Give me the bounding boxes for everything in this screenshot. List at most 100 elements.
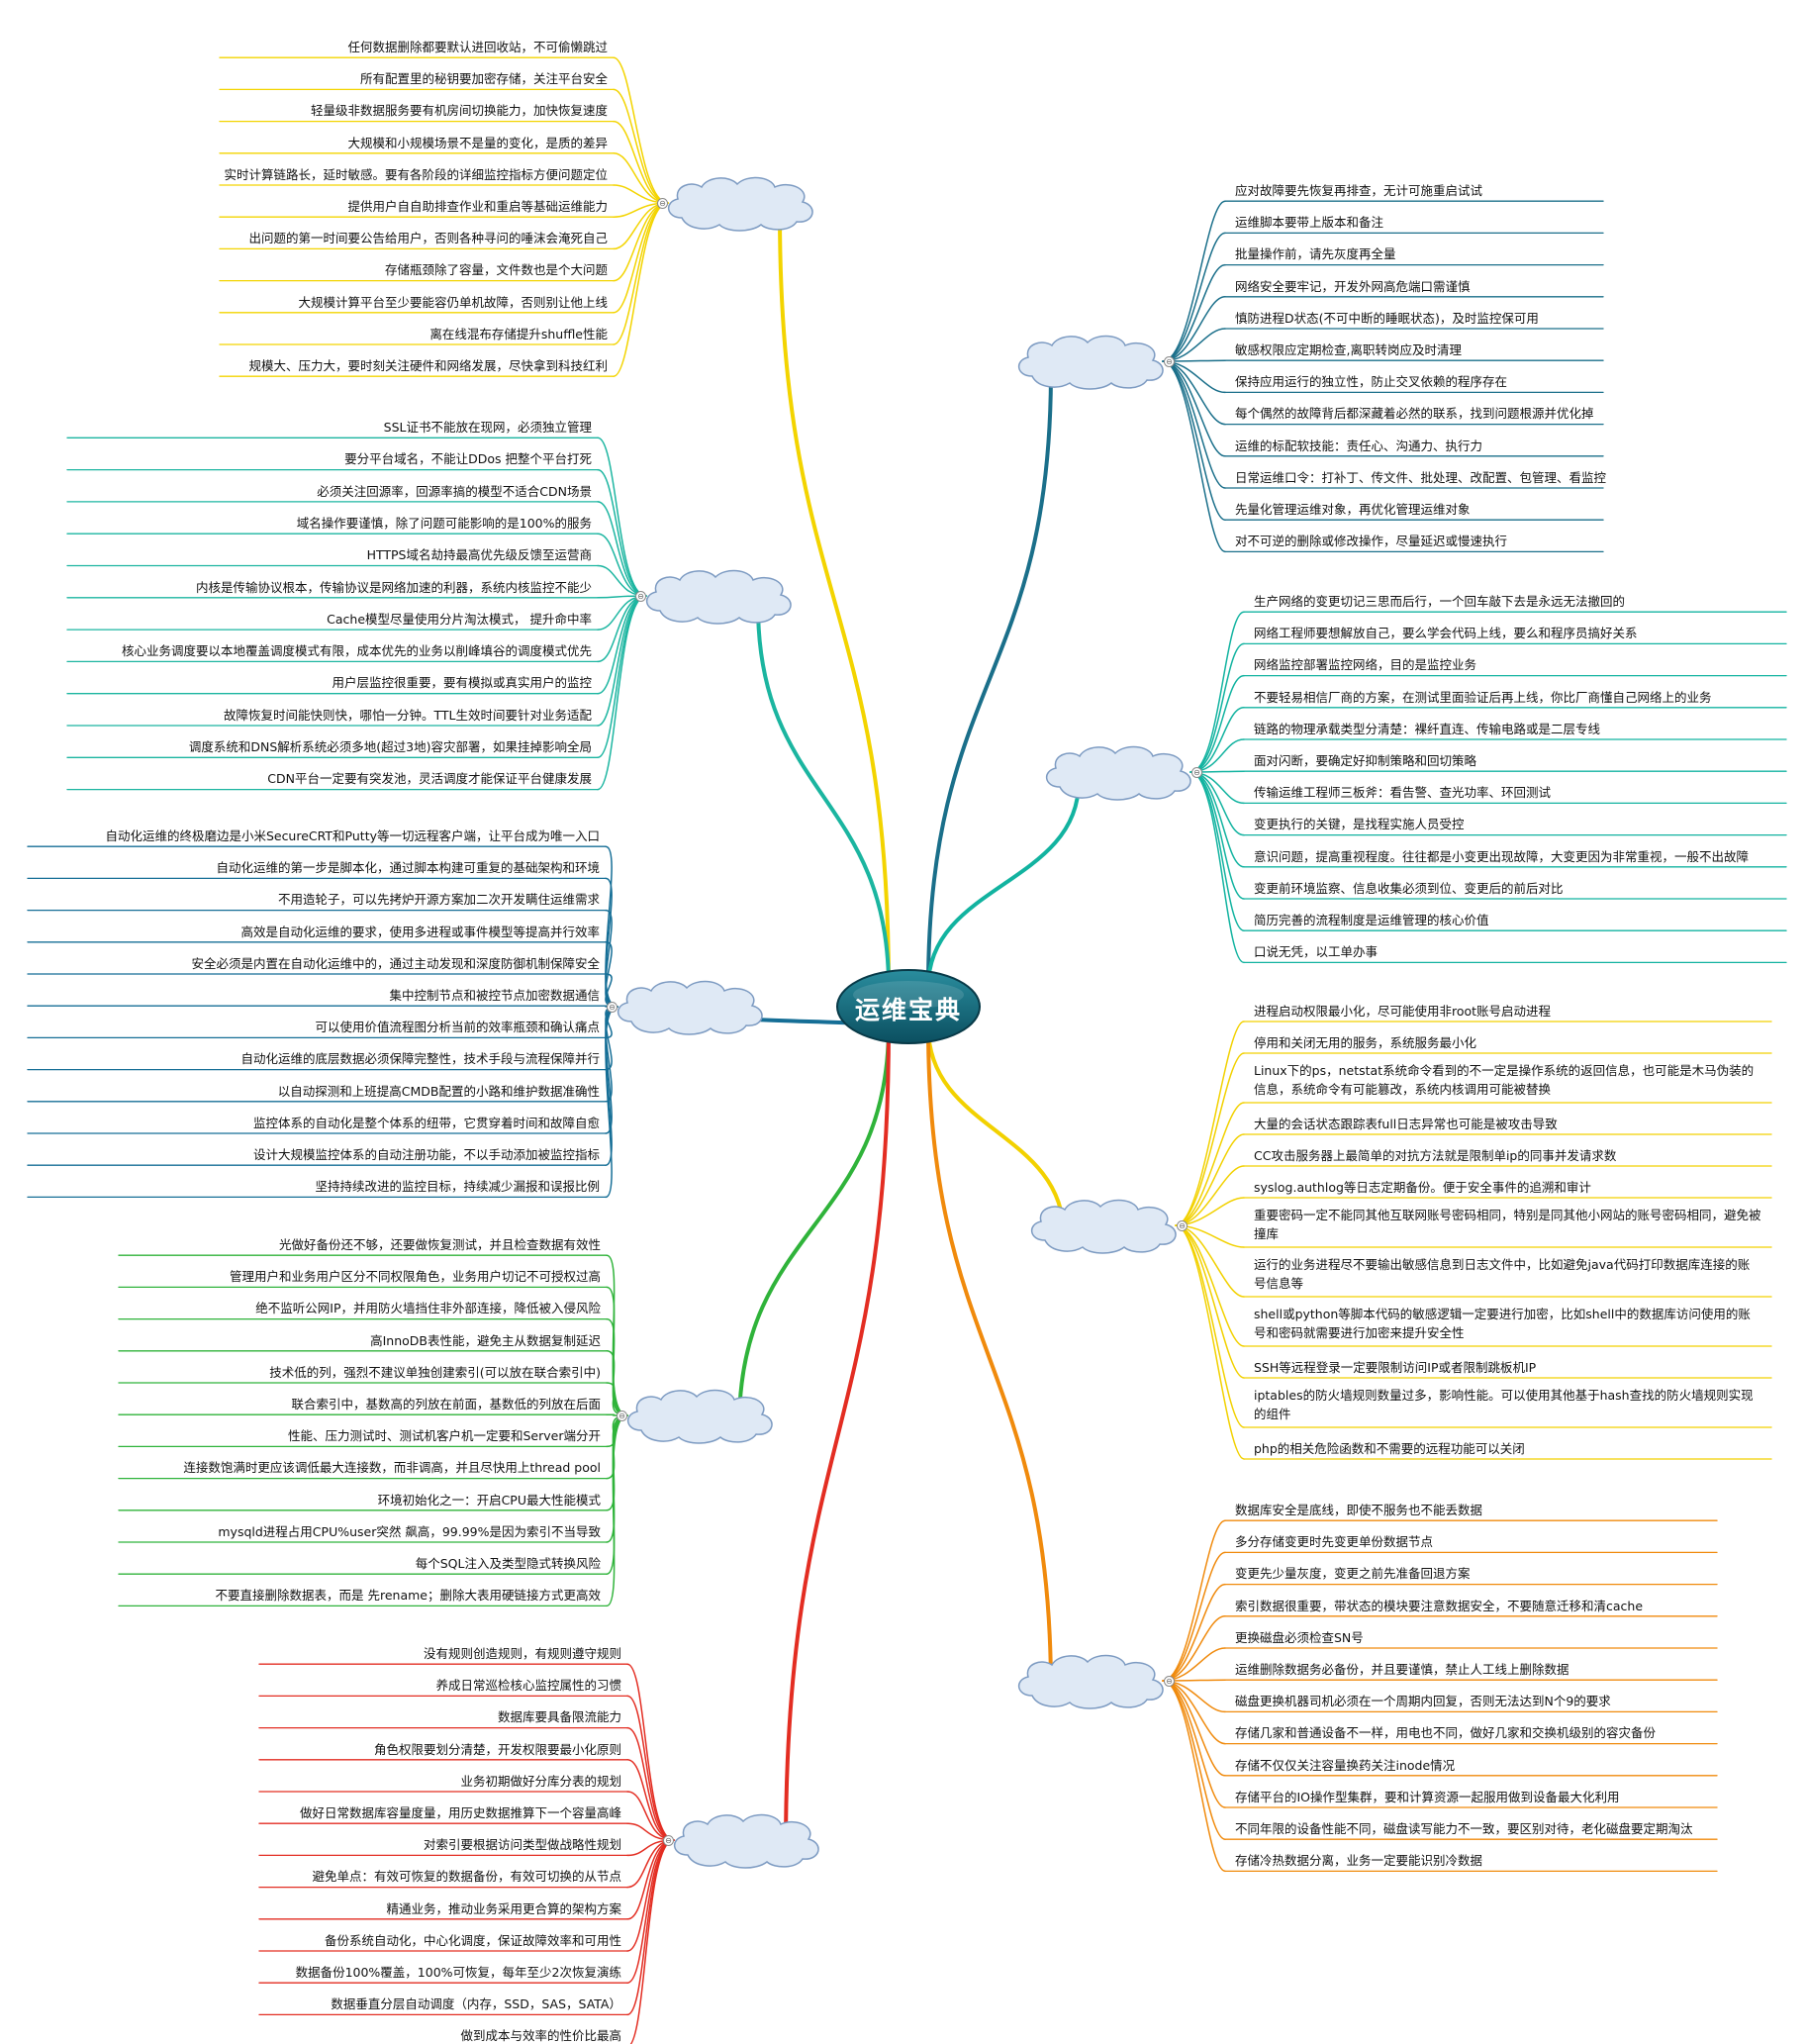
branch-topic-db[interactable]: [666, 1809, 826, 1871]
leaf-topic[interactable]: 可以使用价值流程图分析当前的效率瓶颈和确认痛点: [315, 1020, 600, 1035]
leaf-topic[interactable]: 核心业务调度要以本地覆盖调度模式有限，成本优先的业务以削峰填谷的调度模式优先: [121, 643, 592, 659]
leaf-topic[interactable]: 运维脚本要带上版本和备注: [1235, 215, 1384, 231]
leaf-topic[interactable]: shell或python等脚本代码的敏感逻辑一定要进行加密，比如shell中的数…: [1254, 1307, 1751, 1340]
leaf-topic[interactable]: 网络安全要牢记，开发外网高危端口需谨慎: [1235, 278, 1471, 294]
branch-topic-net[interactable]: [1038, 741, 1198, 803]
leaf-topic[interactable]: 业务初期做好分库分表的规划: [460, 1773, 621, 1789]
leaf-topic[interactable]: iptables的防火墙规则数量过多，影响性能。可以使用其他基于hash查找的防…: [1254, 1388, 1754, 1421]
leaf-topic[interactable]: 所有配置里的秘钥要加密存储，关注平台安全: [359, 71, 608, 87]
leaf-topic[interactable]: 传输运维工程师三板斧：看告警、查光功率、环回测试: [1254, 785, 1552, 801]
leaf-topic[interactable]: 绝不监听公网IP，并用防火墙挡住非外部连接，降低被入侵风险: [255, 1301, 601, 1316]
collapse-toggle-icon[interactable]: ⊖: [1177, 1220, 1188, 1231]
leaf-topic[interactable]: CDN平台一定要有突发池，灵活调度才能保证平台健康发展: [267, 771, 592, 787]
branch-topic-auto[interactable]: [610, 976, 770, 1037]
leaf-topic[interactable]: 面对闪断，要确定好抑制策略和回切策略: [1254, 753, 1477, 768]
leaf-topic[interactable]: 大规模计算平台至少要能容仍单机故障，否则别让他上线: [298, 294, 608, 310]
leaf-topic[interactable]: 慎防进程D状态(不可中断的睡眠状态)，及时监控保可用: [1235, 310, 1539, 326]
leaf-topic[interactable]: 用户层监控很重要，要有模拟或真实用户的监控: [332, 675, 592, 691]
leaf-topic[interactable]: 大规模和小规模场景不是量的变化，是质的差异: [347, 135, 608, 150]
leaf-topic[interactable]: 更换磁盘必须检查SN号: [1235, 1629, 1364, 1645]
leaf-topic[interactable]: 角色权限要划分清楚，开发权限要最小化原则: [373, 1741, 621, 1757]
leaf-topic[interactable]: 光做好备份还不够，还要做恢复测试，并且检查数据有效性: [278, 1237, 601, 1252]
leaf-topic[interactable]: 不用造轮子，可以先拷炉开源方案加二次开发瞒住运维需求: [277, 892, 600, 908]
leaf-topic[interactable]: 网络工程师要想解放自己，要么学会代码上线，要么和程序员搞好关系: [1254, 626, 1638, 641]
leaf-topic[interactable]: 性能、压力测试时、测试机客户机一定要和Server端分开: [288, 1428, 601, 1444]
collapse-toggle-icon[interactable]: ⊖: [1191, 767, 1202, 778]
leaf-topic[interactable]: syslog.authlog等日志定期备份。便于安全事件的追溯和审计: [1254, 1180, 1591, 1195]
leaf-topic[interactable]: 批量操作前，请先灰度再全量: [1235, 246, 1396, 262]
leaf-topic[interactable]: 简历完善的流程制度是运维管理的核心价值: [1254, 913, 1489, 927]
leaf-topic[interactable]: 生产网络的变更切记三思而后行，一个回车敲下去是永远无法撤回的: [1254, 594, 1626, 609]
leaf-topic[interactable]: 连接数饱满时更应该调低最大连接数，而非调高，并且尽快用上thread pool: [183, 1460, 601, 1476]
leaf-topic[interactable]: 数据备份100%覆盖，100%可恢复，每年至少2次恢复演练: [295, 1965, 621, 1980]
branch-topic-store[interactable]: [1010, 1650, 1171, 1711]
leaf-topic[interactable]: 做好日常数据库容量度量，用历史数据推算下一个容量高峰: [299, 1805, 621, 1820]
leaf-topic[interactable]: 没有规则创造规则，有规则遵守规则: [423, 1646, 621, 1661]
leaf-topic[interactable]: 监控体系的自动化是整个体系的纽带，它贯穿着时间和故障自愈: [252, 1115, 600, 1130]
leaf-topic[interactable]: 存储平台的IO操作型集群，要和计算资源一起服用做到设备最大化利用: [1235, 1789, 1620, 1804]
collapse-toggle-icon[interactable]: ⊖: [1164, 1676, 1175, 1687]
leaf-topic[interactable]: 口说无凭，以工单办事: [1254, 944, 1378, 960]
leaf-topic[interactable]: 内核是传输协议根本，传输协议是网络加速的利器，系统内核监控不能少: [195, 579, 592, 595]
leaf-topic[interactable]: 自动化运维的底层数据必须保障完整性，技术手段与流程保障并行: [240, 1051, 600, 1067]
leaf-topic[interactable]: 运维删除数据务必备份，并且要谨慎，禁止人工线上删除数据: [1235, 1662, 1569, 1677]
leaf-topic[interactable]: 存储冷热数据分离，业务一定要能识别冷数据: [1235, 1853, 1483, 1869]
leaf-topic[interactable]: 自动化运维的终极磨边是小米SecureCRT和Putty等一切远程客户端，让平台…: [105, 828, 600, 843]
leaf-topic[interactable]: 磁盘更换机器司机必须在一个周期内回复，否则无法达到N个9的要求: [1235, 1694, 1611, 1709]
leaf-topic[interactable]: 存储不仅仅关注容量换药关注inode情况: [1235, 1757, 1456, 1773]
branch-topic-bigdata[interactable]: [660, 172, 820, 234]
leaf-topic[interactable]: 必须关注回源率，回源率搞的模型不适合CDN场景: [317, 483, 592, 499]
leaf-topic[interactable]: 对不可逆的删除或修改操作，尽量延迟或慢速执行: [1235, 534, 1508, 549]
leaf-topic[interactable]: 做到成本与效率的性价比最高: [460, 2028, 621, 2044]
leaf-topic[interactable]: 日常运维口令：打补丁、传文件、批处理、改配置、包管理、看监控: [1235, 469, 1607, 485]
branch-topic-cdn[interactable]: [638, 565, 799, 627]
leaf-topic[interactable]: 以自动探测和上班提高CMDB配置的小路和维护数据准确性: [277, 1083, 600, 1099]
leaf-topic[interactable]: HTTPS域名劫持最高优先级反馈至运营商: [366, 547, 592, 563]
leaf-topic[interactable]: 先量化管理运维对象，再优化管理运维对象: [1235, 502, 1471, 517]
collapse-toggle-icon[interactable]: ⊖: [1164, 356, 1175, 367]
leaf-topic[interactable]: 数据库安全是底线，即使不服务也不能丢数据: [1235, 1503, 1483, 1517]
leaf-topic[interactable]: 索引数据很重要，带状态的模块要注意数据安全，不要随意迁移和清cache: [1235, 1598, 1644, 1613]
leaf-topic[interactable]: 数据垂直分层自动调度（内存，SSD，SAS，SATA）: [331, 1996, 621, 2012]
leaf-topic[interactable]: 运维的标配软技能：责任心、沟通力、执行力: [1235, 438, 1483, 453]
leaf-topic[interactable]: 高InnoDB表性能，避免主从数据复制延迟: [370, 1332, 601, 1348]
leaf-topic[interactable]: Linux下的ps，netstat系统命令看到的不一定是操作系统的返回信息，也可…: [1254, 1063, 1755, 1097]
leaf-topic[interactable]: Cache模型尽量使用分片淘汰模式， 提升命中率: [327, 611, 592, 627]
leaf-topic[interactable]: 敏感权限应定期检查,离职转岗应及时清理: [1235, 342, 1462, 357]
leaf-topic[interactable]: 进程启动权限最小化，尽可能使用非root账号启动进程: [1254, 1004, 1552, 1019]
leaf-topic[interactable]: 轻量级非数据服务要有机房间切换能力，加快恢复速度: [310, 103, 608, 119]
leaf-topic[interactable]: 每个SQL注入及类型隐式转换风险: [415, 1556, 601, 1571]
leaf-topic[interactable]: 对索引要根据访问类型做战略性规划: [423, 1837, 621, 1853]
collapse-toggle-icon[interactable]: ⊖: [635, 591, 646, 602]
leaf-topic[interactable]: CC攻击服务器上最简单的对抗方法就是限制单ip的同事并发请求数: [1254, 1148, 1617, 1163]
collapse-toggle-icon[interactable]: ⊖: [607, 1002, 618, 1013]
leaf-topic[interactable]: 集中控制节点和被控节点加密数据通信: [389, 988, 600, 1003]
leaf-topic[interactable]: 不要轻易相信厂商的方案，在测试里面验证后再上线，你比厂商懂自己网络上的业务: [1254, 689, 1712, 705]
leaf-topic[interactable]: 调度系统和DNS解析系统必须多地(超过3地)容灾部署，如果挂掉影响全局: [188, 739, 592, 754]
leaf-topic[interactable]: 联合索引中，基数高的列放在前面，基数低的列放在后面: [291, 1397, 601, 1411]
leaf-topic[interactable]: 不同年限的设备性能不同，磁盘读写能力不一致，要区别对待，老化磁盘要定期淘汰: [1235, 1821, 1693, 1836]
branch-topic-daily[interactable]: [1010, 331, 1171, 392]
branch-topic-mysql[interactable]: [619, 1385, 780, 1446]
leaf-topic[interactable]: 不要直接删除数据表，而是 先rename；删除大表用硬链接方式更高效: [215, 1588, 601, 1604]
leaf-topic[interactable]: 应对故障要先恢复再排查，无计可施重启试试: [1235, 183, 1483, 198]
leaf-topic[interactable]: 精通业务，推动业务采用更合算的架构方案: [386, 1900, 621, 1916]
leaf-topic[interactable]: 故障恢复时间能快则快，哪怕一分钟。TTL生效时间要针对业务适配: [223, 707, 592, 723]
leaf-topic[interactable]: SSH等远程登录一定要限制访问IP或者限制跳板机IP: [1254, 1360, 1537, 1375]
leaf-topic[interactable]: 提供用户自自助排查作业和重启等基础运维能力: [347, 199, 608, 214]
leaf-topic[interactable]: 管理用户和业务用户区分不同权限角色，业务用户切记不可授权过高: [229, 1269, 601, 1285]
leaf-topic[interactable]: 任何数据删除都要默认进回收站，不可偷懒跳过: [347, 40, 608, 54]
leaf-topic[interactable]: 高效是自动化运维的要求，使用多进程或事件模型等提高并行效率: [240, 924, 600, 939]
leaf-topic[interactable]: 出问题的第一时间要公告给用户，否则各种寻问的唾沫会淹死自己: [248, 231, 608, 246]
leaf-topic[interactable]: 养成日常巡检核心监控属性的习惯: [435, 1678, 621, 1694]
leaf-topic[interactable]: 多分存储变更时先变更单份数据节点: [1235, 1534, 1434, 1550]
root-topic[interactable]: 运维宝典: [834, 967, 983, 1050]
collapse-toggle-icon[interactable]: ⊖: [617, 1411, 627, 1421]
leaf-topic[interactable]: 意识问题，提高重视程度。往往都是小变更出现故障，大变更因为非常重视，一般不出故障: [1254, 848, 1750, 864]
leaf-topic[interactable]: 环境初始化之一：开启CPU最大性能模式: [377, 1492, 601, 1508]
leaf-topic[interactable]: 自动化运维的第一步是脚本化，通过脚本构建可重复的基础架构和环境: [216, 860, 600, 876]
leaf-topic[interactable]: php的相关危险函数和不需要的远程功能可以关闭: [1254, 1441, 1525, 1456]
leaf-topic[interactable]: 技术低的列，强烈不建议单独创建索引(可以放在联合索引中): [269, 1364, 601, 1380]
leaf-topic[interactable]: 链路的物理承载类型分清楚：裸纤直连、传输电路或是二层专线: [1254, 721, 1601, 736]
leaf-topic[interactable]: 变更前环境监察、信息收集必须到位、变更后的前后对比: [1254, 880, 1564, 896]
